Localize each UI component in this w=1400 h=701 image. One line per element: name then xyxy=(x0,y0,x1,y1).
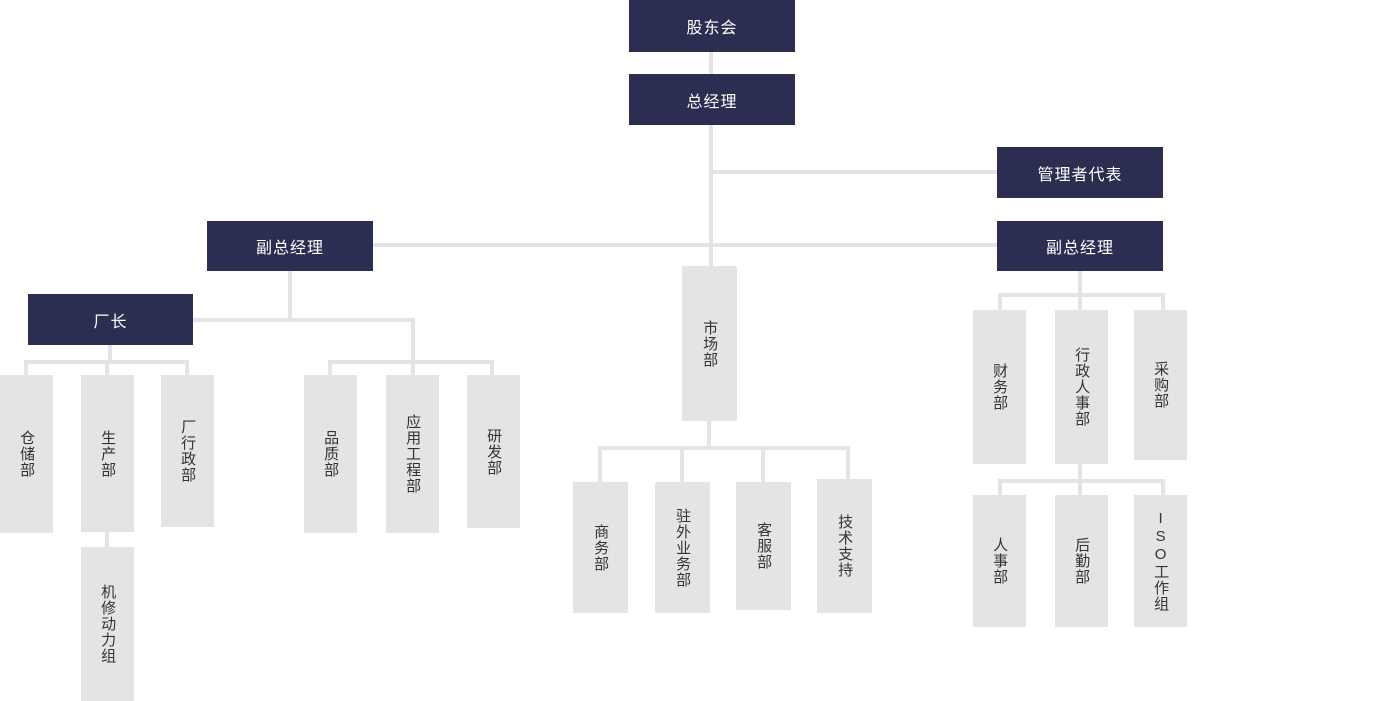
node-rnd[interactable]: 研发部 xyxy=(467,375,520,528)
node-general-manager[interactable]: 总经理 xyxy=(629,74,795,125)
connector-to-rnd xyxy=(490,360,494,375)
node-finance-label: 财务部 xyxy=(991,363,1009,411)
node-customer-service-label: 客服部 xyxy=(755,522,773,570)
node-deputy-gm-right-label: 副总经理 xyxy=(1045,240,1114,257)
connector-to-customer-service xyxy=(761,446,765,482)
connector-to-warehouse xyxy=(24,360,28,375)
node-deputy-gm-left[interactable]: 副总经理 xyxy=(207,221,373,271)
connector-gm-to-management-rep xyxy=(711,170,998,174)
connector-deputy-left-down xyxy=(288,270,292,322)
node-plant-director-label: 厂长 xyxy=(93,313,128,331)
node-shareholders[interactable]: 股东会 xyxy=(629,0,795,52)
connector-to-quality-group xyxy=(411,318,415,360)
connector-to-purchasing xyxy=(1161,293,1165,310)
node-plant-director[interactable]: 厂长 xyxy=(28,294,193,345)
node-iso-team-label: ISO工作组 xyxy=(1152,510,1170,612)
node-field-sales-label: 驻外业务部 xyxy=(674,507,692,588)
node-tech-support-label: 技术支持 xyxy=(836,514,854,578)
node-deputy-gm-right[interactable]: 副总经理 xyxy=(997,221,1163,271)
node-warehouse-label: 仓储部 xyxy=(18,430,36,478)
node-purchasing-label: 采购部 xyxy=(1152,361,1170,409)
node-quality[interactable]: 品质部 xyxy=(304,375,357,533)
node-admin-hr[interactable]: 行政人事部 xyxy=(1055,310,1108,464)
node-management-representative-label: 管理者代表 xyxy=(1037,166,1123,184)
connector-to-tech-support xyxy=(846,446,850,482)
connector-deputy-right-down xyxy=(1078,270,1082,295)
connector-production-to-maintenance xyxy=(105,531,109,547)
connector-to-plant-admin xyxy=(185,360,189,375)
connector-to-logistics xyxy=(1078,479,1082,495)
node-maintenance-power-group-label: 机修动力组 xyxy=(99,584,117,664)
node-production[interactable]: 生产部 xyxy=(81,375,134,532)
node-plant-admin-label: 厂行政部 xyxy=(179,419,197,483)
node-iso-team[interactable]: ISO工作组 xyxy=(1134,495,1187,627)
node-purchasing[interactable]: 采购部 xyxy=(1134,310,1187,460)
connector-marketing-down xyxy=(707,419,711,450)
node-business-label: 商务部 xyxy=(592,523,610,572)
connector-gm-to-deputy-right xyxy=(711,243,998,247)
connector-deputy-left-span xyxy=(191,318,415,322)
connector-to-production xyxy=(105,360,109,375)
node-rnd-label: 研发部 xyxy=(485,427,503,476)
connector-to-application-engineering xyxy=(411,360,415,375)
node-plant-admin[interactable]: 厂行政部 xyxy=(161,375,214,527)
node-application-engineering[interactable]: 应用工程部 xyxy=(386,375,439,533)
node-production-label: 生产部 xyxy=(99,429,117,478)
connector-main-trunk xyxy=(709,125,713,270)
node-marketing-label: 市场部 xyxy=(701,319,719,368)
node-field-sales[interactable]: 驻外业务部 xyxy=(655,482,710,613)
connector-to-iso-team xyxy=(1161,479,1165,495)
node-hr[interactable]: 人事部 xyxy=(973,495,1026,627)
connector-quality-group-span xyxy=(328,360,493,364)
connector-admin-hr-down xyxy=(1078,464,1082,482)
connector-to-business xyxy=(598,446,602,482)
node-marketing[interactable]: 市场部 xyxy=(682,266,737,421)
node-finance[interactable]: 财务部 xyxy=(973,310,1026,464)
node-logistics[interactable]: 后勤部 xyxy=(1055,495,1108,627)
connector-to-finance xyxy=(998,293,1002,310)
node-general-manager-label: 总经理 xyxy=(686,93,738,111)
node-logistics-label: 后勤部 xyxy=(1073,537,1091,585)
node-warehouse[interactable]: 仓储部 xyxy=(0,375,53,533)
node-deputy-gm-left-label: 副总经理 xyxy=(255,240,324,257)
connector-to-admin-hr xyxy=(1078,293,1082,310)
connector-shareholders-to-gm xyxy=(709,52,713,74)
connector-marketing-children-span xyxy=(598,446,850,450)
node-customer-service[interactable]: 客服部 xyxy=(736,482,791,610)
node-maintenance-power-group[interactable]: 机修动力组 xyxy=(81,547,134,701)
node-business[interactable]: 商务部 xyxy=(573,482,628,613)
connector-to-hr xyxy=(998,479,1002,495)
node-admin-hr-label: 行政人事部 xyxy=(1073,347,1091,427)
node-quality-label: 品质部 xyxy=(322,430,340,478)
connector-gm-to-deputy-left xyxy=(371,243,711,247)
node-tech-support[interactable]: 技术支持 xyxy=(817,479,872,613)
connector-to-quality xyxy=(328,360,332,375)
node-hr-label: 人事部 xyxy=(991,537,1009,585)
node-application-engineering-label: 应用工程部 xyxy=(404,414,422,494)
node-shareholders-label: 股东会 xyxy=(686,20,738,37)
node-management-representative[interactable]: 管理者代表 xyxy=(997,147,1163,198)
connector-to-field-sales xyxy=(680,446,684,482)
connector-plant-director-down xyxy=(108,345,112,362)
